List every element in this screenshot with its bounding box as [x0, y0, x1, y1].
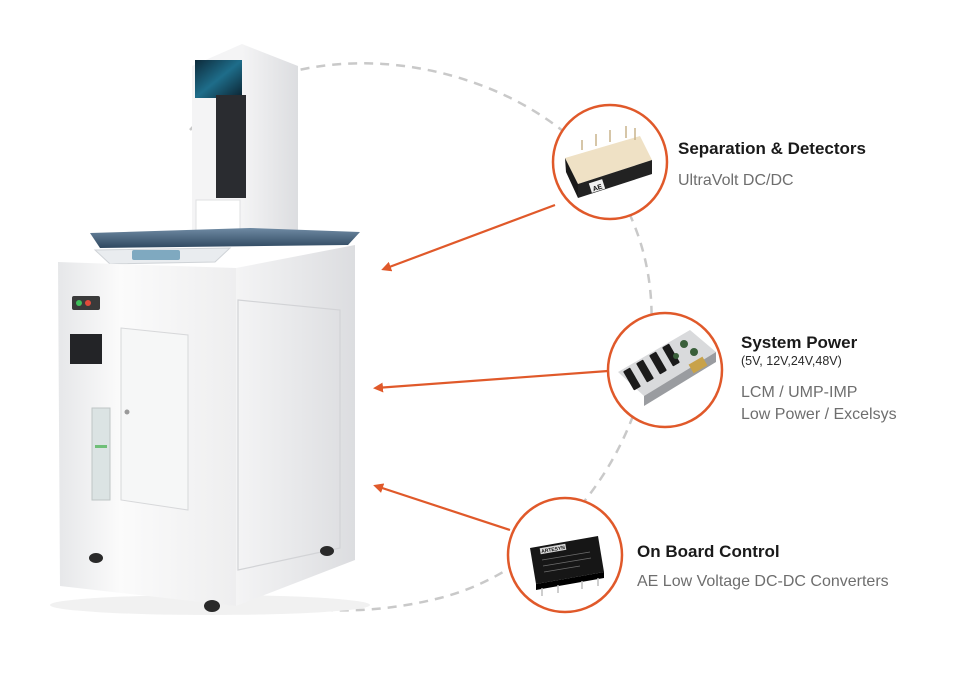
- callout-desc-separation: UltraVolt DC/DC: [678, 172, 794, 189]
- lab-instrument-image: [50, 44, 370, 615]
- callout-desc-system-power-1: LCM / UMP-IMP: [741, 384, 858, 401]
- callout-subtitle-system-power: (5V, 12V,24V,48V): [741, 354, 842, 368]
- callout-desc-system-power-2: Low Power / Excelsys: [741, 406, 897, 423]
- power-supply-board-image: [618, 330, 716, 406]
- arrow-separation-detectors: [381, 203, 556, 272]
- dc-dc-module-label: ARTESYN: [541, 545, 566, 555]
- callout-title-separation: Separation & Detectors: [678, 139, 866, 158]
- hv-module-image: AE: [565, 126, 652, 198]
- arrow-on-board-control: [373, 483, 511, 532]
- dc-dc-converter-image: ARTESYN: [530, 536, 604, 596]
- callout-desc-on-board-control: AE Low Voltage DC-DC Converters: [637, 573, 889, 590]
- callout-title-on-board-control: On Board Control: [637, 542, 780, 561]
- callout-circle-system-power: [606, 311, 724, 429]
- callout-circle-separation: AE: [551, 103, 669, 221]
- callout-title-system-power: System Power: [741, 333, 858, 352]
- hv-module-label: AE: [592, 183, 604, 193]
- callout-circle-on-board-control: ARTESYN: [506, 496, 624, 614]
- arrow-system-power: [373, 369, 609, 393]
